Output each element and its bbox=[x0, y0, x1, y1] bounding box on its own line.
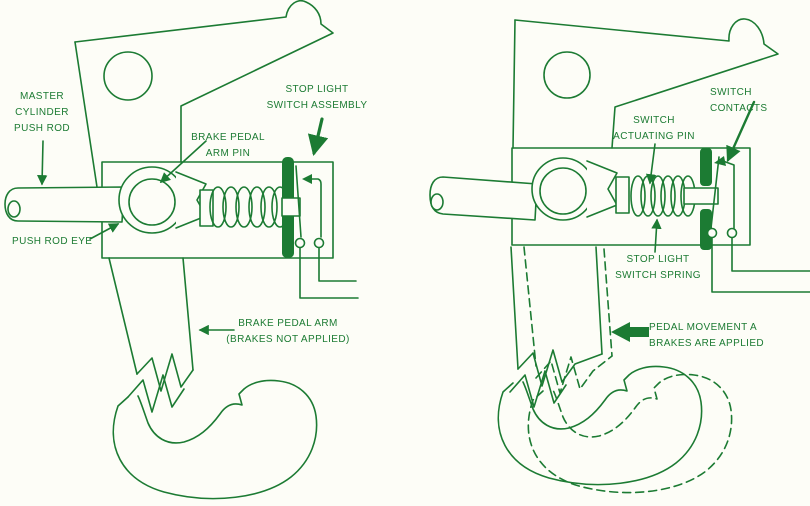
label-push-rod-eye: PUSH ROD EYE bbox=[12, 236, 93, 247]
master-cylinder-push-rod bbox=[429, 176, 538, 221]
figure-brakes-applied bbox=[429, 18, 810, 494]
label-stop-light-switch-spring: STOP LIGHT SWITCH SPRING bbox=[615, 254, 701, 281]
figure-brakes-not-applied bbox=[4, 0, 359, 500]
contact-terminal bbox=[313, 237, 325, 249]
spring-seat bbox=[199, 189, 214, 227]
stop-light-switch-spring-compressed bbox=[630, 175, 696, 217]
break-symbol-lower bbox=[127, 374, 185, 413]
pedal-bracket-left-edge bbox=[74, 41, 98, 188]
brake-pedal-outline bbox=[112, 379, 318, 500]
master-cylinder-push-rod bbox=[4, 186, 125, 223]
brake-pedal-applied-outline bbox=[497, 365, 703, 486]
break-symbol-applied-upper bbox=[517, 349, 603, 387]
pedal-arm-original-right-edge bbox=[603, 248, 613, 357]
label-brake-pedal-arm-pin: BRAKE PEDAL ARM PIN bbox=[191, 132, 265, 159]
contact-bar-lower bbox=[700, 209, 712, 250]
pedal-arm-original-left-edge bbox=[523, 246, 537, 367]
brake-pedal-arm-pin-section bbox=[128, 178, 176, 226]
pedal-arm-right-edge bbox=[182, 257, 194, 371]
label-stop-light-switch-assembly: STOP LIGHT SWITCH ASSEMBLY bbox=[266, 84, 368, 111]
stop-light-switch-spring-extended bbox=[209, 186, 289, 228]
movable-contact-leaf bbox=[295, 165, 302, 238]
leader-push-rod-eye bbox=[89, 223, 120, 240]
brake-pedal-arm-pin-section bbox=[539, 167, 587, 215]
switch-actuating-pin bbox=[683, 187, 719, 205]
pedal-bracket-outline bbox=[514, 18, 779, 149]
leader-master-cylinder-push-rod bbox=[37, 140, 48, 186]
contact-direction-arrowhead bbox=[714, 156, 726, 166]
break-symbol-original bbox=[535, 355, 613, 394]
fixed-contact-arm bbox=[722, 160, 735, 229]
bracket-hole bbox=[103, 51, 153, 101]
leader-stop-light-switch-assembly bbox=[307, 117, 329, 157]
movable-contact-leaf bbox=[710, 156, 720, 229]
push-rod-end-cap bbox=[430, 193, 444, 211]
leader-switch-contacts bbox=[726, 100, 756, 163]
clevis-wedge bbox=[175, 171, 207, 229]
label-switch-contacts: SWITCH CONTACTS bbox=[710, 87, 768, 114]
bracket-hole bbox=[543, 51, 591, 99]
pedal-arm-applied-right-edge bbox=[595, 246, 603, 355]
contact-bar-upper bbox=[700, 148, 712, 186]
leader-switch-actuating-pin bbox=[645, 143, 657, 185]
switch-actuating-pin bbox=[281, 197, 301, 217]
switch-wire bbox=[731, 237, 810, 272]
switch-wire bbox=[711, 237, 810, 293]
contact-terminal bbox=[294, 237, 306, 249]
contact-direction-arrowhead bbox=[302, 174, 312, 184]
fixed-contact-arm bbox=[309, 178, 322, 238]
break-symbol-upper bbox=[136, 353, 194, 392]
label-switch-actuating-pin: SWITCH ACTUATING PIN bbox=[613, 115, 695, 142]
contact-terminal bbox=[726, 227, 738, 239]
leader-stop-light-switch-spring bbox=[651, 218, 662, 253]
pedal-movement-block-arrow bbox=[611, 322, 649, 342]
pedal-bracket-left-edge bbox=[512, 19, 516, 149]
push-rod-end-cap bbox=[7, 200, 21, 218]
pedal-bracket-outline bbox=[74, 0, 334, 163]
break-symbol-applied-lower bbox=[509, 370, 567, 408]
pedal-arm-left-edge bbox=[108, 257, 138, 375]
label-brake-pedal-arm: BRAKE PEDAL ARM (BRAKES NOT APPLIED) bbox=[226, 318, 350, 345]
leader-brake-pedal-arm-pin bbox=[159, 140, 207, 184]
brake-pedal-original-outline bbox=[527, 373, 733, 494]
contact-terminal bbox=[706, 227, 718, 239]
pedal-arm-applied-left-edge bbox=[510, 246, 519, 370]
spring-seat bbox=[615, 176, 630, 214]
label-master-cylinder-push-rod: MASTER CYLINDER PUSH ROD bbox=[14, 91, 70, 134]
clevis-wedge bbox=[586, 160, 618, 218]
label-pedal-movement: PEDAL MOVEMENT A BRAKES ARE APPLIED bbox=[649, 322, 765, 349]
switch-wire bbox=[318, 247, 357, 282]
switch-wire bbox=[299, 247, 359, 299]
